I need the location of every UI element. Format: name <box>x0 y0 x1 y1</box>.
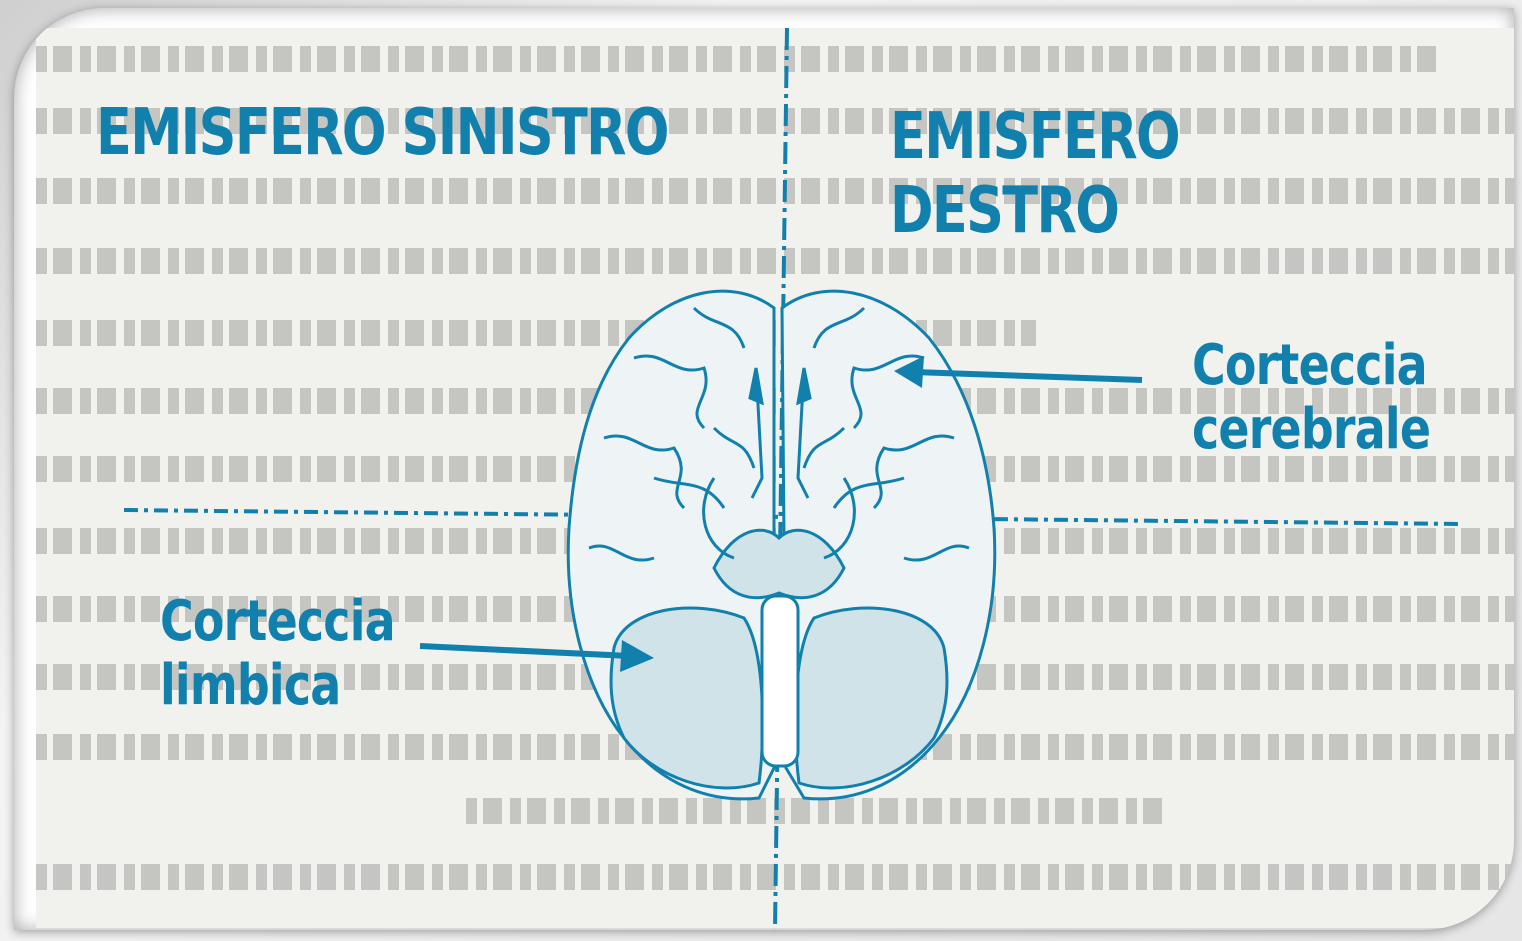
brain-icon <box>566 289 997 801</box>
label-cerebral-cortex-line1: Corteccia <box>1192 333 1428 398</box>
label-limbic-cortex: Corteccia limbica <box>160 589 396 718</box>
label-cerebral-cortex-line2: cerebrale <box>1192 397 1431 462</box>
heading-left-hemisphere: EMISFERO SINISTRO <box>96 96 670 170</box>
brain-diagram <box>123 27 1463 930</box>
image-card: EMISFERO SINISTRO EMISFERO DESTRO Cortec… <box>14 8 1514 930</box>
label-limbic-cortex-line1: Corteccia <box>160 589 396 654</box>
heading-right-hemisphere: EMISFERO DESTRO <box>890 100 1181 248</box>
label-cerebral-cortex: Corteccia cerebrale <box>1192 333 1431 462</box>
label-limbic-cortex-line2: limbica <box>160 653 341 718</box>
midline-vertical <box>773 27 789 930</box>
arrow-left-icon <box>419 640 654 672</box>
arrow-right-icon <box>894 356 1143 388</box>
